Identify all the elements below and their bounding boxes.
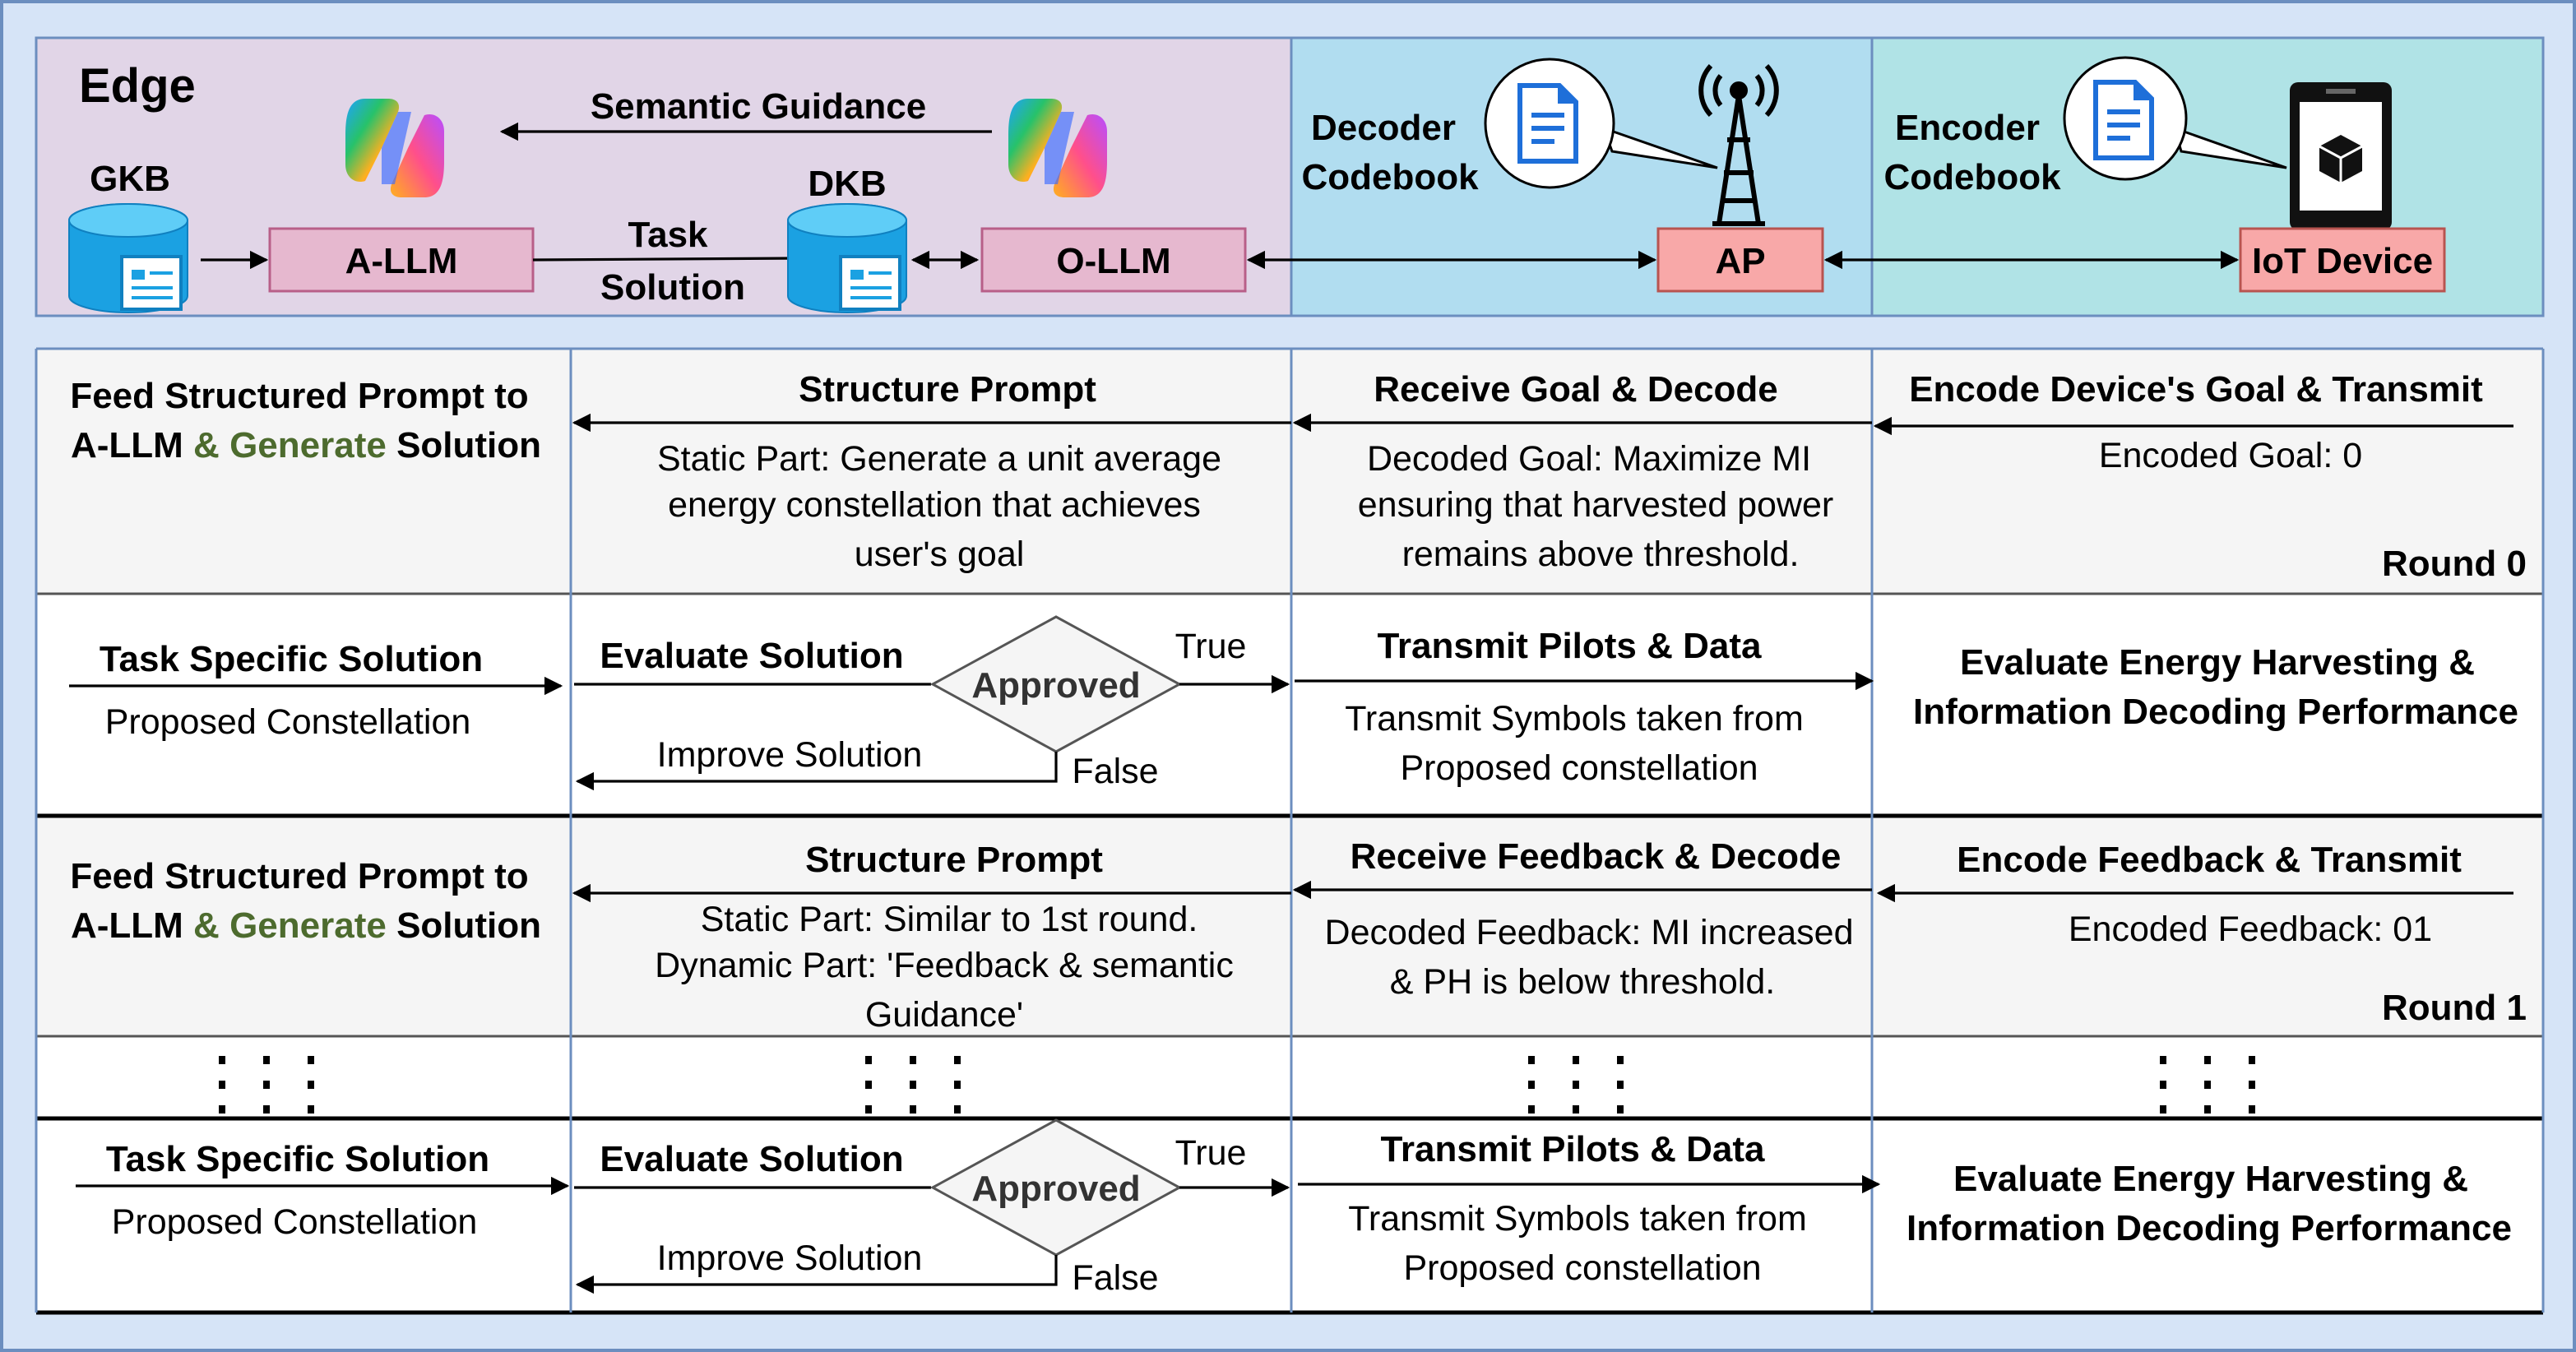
dkb-label: DKB [808,164,886,204]
r4-improve-label: Improve Solution [657,1239,923,1278]
dkb-database-icon [786,202,908,314]
o-llm-box [980,227,1247,293]
gkb-database-icon [67,202,189,314]
r0-encode-title: Encode Device's Goal & Transmit [1909,369,2483,410]
task-solution-label-2: Solution [600,267,745,308]
o-llm-label: O-LLM [1056,241,1170,281]
r4-eval-perf-l2: Information Decoding Performance [1907,1208,2512,1248]
r0-structure-l1: Static Part: Generate a unit average [657,439,1221,479]
decoder-label-1: Decoder [1311,108,1456,148]
ap-box [1656,227,1824,293]
decoder-document-icon [1520,86,1576,161]
r2-structure-l3: Guidance' [865,995,1023,1035]
r4-false-label: False [1072,1258,1158,1298]
r4-true-label: True [1175,1133,1247,1173]
iot-device-label: IoT Device [2252,241,2433,281]
row-0-bg [36,349,2543,594]
r0-receive-l2: ensuring that harvested power [1358,485,1833,525]
r1-eval-perf-l2: Information Decoding Performance [1913,692,2518,732]
task-solution-line [532,257,802,262]
r0-receive-l1: Decoded Goal: Maximize MI [1367,439,1811,479]
ellipsis-col-1 [219,1056,314,1114]
r0-feed-line2: A-LLM & Generate Solution [71,425,541,465]
iot-device-box [2239,227,2446,293]
r2-structure-title: Structure Prompt [805,840,1103,880]
row-2-bg [36,816,2543,1036]
antenna-tower-icon [1698,63,1779,226]
round-0-label: Round 0 [2382,544,2527,584]
r1-task-title: Task Specific Solution [100,639,483,679]
semantic-guidance-label: Semantic Guidance [591,86,926,127]
row-1-bg [36,594,2543,816]
r2-structure-l1: Static Part: Similar to 1st round. [701,900,1198,939]
r0-structure-l2: energy constellation that achieves [668,485,1201,525]
round-1-label: Round 1 [2382,988,2527,1028]
a-llm-label: A-LLM [345,241,458,281]
r2-feed-line2: A-LLM & Generate Solution [71,905,541,946]
encoder-document-icon [2096,82,2152,158]
mobile-device-icon [2290,82,2392,230]
r1-eval-perf-l1: Evaluate Energy Harvesting & [1960,642,2475,683]
r4-transmit-title: Transmit Pilots & Data [1380,1129,1765,1169]
r4-false-arrow [575,1255,1058,1294]
r2-structure-l2: Dynamic Part: 'Feedback & semantic [655,946,1234,985]
ellipsis-col-3 [1528,1056,1624,1114]
r4-approved-label: Approved [971,1169,1140,1209]
r2-receive-l1: Decoded Feedback: MI increased [1325,913,1854,952]
r1-transmit-title: Transmit Pilots & Data [1377,626,1762,666]
decoder-label-2: Codebook [1301,157,1479,197]
r4-task-title: Task Specific Solution [106,1139,489,1179]
row-4-bg [36,1118,2543,1313]
encoder-label-2: Codebook [1883,157,2061,197]
r0-encode-l1: Encoded Goal: 0 [2099,436,2362,475]
gkb-label: GKB [90,159,170,199]
r4-eval-perf-l1: Evaluate Energy Harvesting & [1953,1159,2468,1199]
row-3-bg [36,1036,2543,1118]
r2-receive-title: Receive Feedback & Decode [1351,836,1842,877]
r2-encode-l1: Encoded Feedback: 01 [2069,910,2432,949]
r0-structure-l3: user's goal [855,535,1025,574]
r4-evaluate-title: Evaluate Solution [600,1139,903,1179]
r2-encode-title: Encode Feedback & Transmit [1957,840,2462,880]
r1-improve-label: Improve Solution [657,735,923,775]
encoder-label-1: Encoder [1895,108,2040,148]
r1-task-sub: Proposed Constellation [105,702,471,742]
ap-label: AP [1715,241,1765,281]
r1-transmit-l2: Proposed constellation [1400,748,1758,788]
r0-feed-line1: Feed Structured Prompt to [70,376,528,416]
r4-task-sub: Proposed Constellation [112,1202,478,1242]
r1-false-label: False [1072,752,1158,791]
edge-label: Edge [79,59,196,113]
r2-receive-l2: & PH is below threshold. [1390,962,1775,1002]
r0-structure-title: Structure Prompt [799,369,1096,410]
r1-approved-label: Approved [971,665,1140,706]
r4-transmit-l1: Transmit Symbols taken from [1348,1199,1807,1239]
r4-transmit-l2: Proposed constellation [1403,1248,1761,1288]
r1-transmit-l1: Transmit Symbols taken from [1345,699,1804,739]
ellipsis-col-4 [2160,1056,2255,1114]
r2-feed-line1: Feed Structured Prompt to [70,856,528,896]
r1-true-label: True [1175,627,1247,666]
r0-receive-l3: remains above threshold. [1402,535,1800,574]
r0-receive-title: Receive Goal & Decode [1374,369,1778,410]
r1-false-arrow [575,752,1058,791]
r1-evaluate-title: Evaluate Solution [600,636,903,676]
ellipsis-col-2 [865,1056,961,1114]
task-solution-label-1: Task [628,215,708,255]
